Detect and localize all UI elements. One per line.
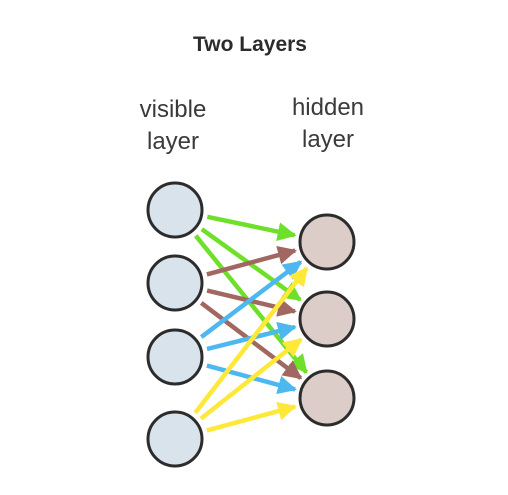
- arrow-visible-1-to-hidden-3: [193, 234, 309, 374]
- connection-arrows: [193, 214, 309, 433]
- hidden-layer-label-line1: hidden: [291, 94, 365, 121]
- hidden-node-2: [298, 290, 356, 348]
- diagram-title: Two Layers: [193, 33, 307, 56]
- visible-node-1: [146, 181, 204, 239]
- arrow-visible-4-to-hidden-3: [206, 401, 297, 433]
- arrow-visible-4-to-hidden-2: [199, 337, 303, 421]
- visible-layer-label-line2: layer: [146, 128, 200, 155]
- hidden-node-1: [298, 213, 356, 271]
- hidden-layer-label: hidden layer: [263, 92, 393, 156]
- visible-node-3: [146, 328, 204, 386]
- visible-node-4: [146, 410, 204, 468]
- arrow-visible-3-to-hidden-1: [199, 260, 303, 339]
- visible-layer-label: visible layer: [108, 94, 238, 158]
- arrow-visible-2-to-hidden-1: [206, 245, 297, 277]
- visible-layer-label-line1: visible: [139, 96, 207, 123]
- hidden-layer-label-line2: layer: [301, 126, 355, 153]
- nodes: [146, 181, 356, 468]
- hidden-node-3: [298, 369, 356, 427]
- visible-node-2: [146, 254, 204, 312]
- arrow-visible-1-to-hidden-1: [206, 214, 297, 241]
- arrow-visible-4-to-hidden-1: [193, 266, 309, 415]
